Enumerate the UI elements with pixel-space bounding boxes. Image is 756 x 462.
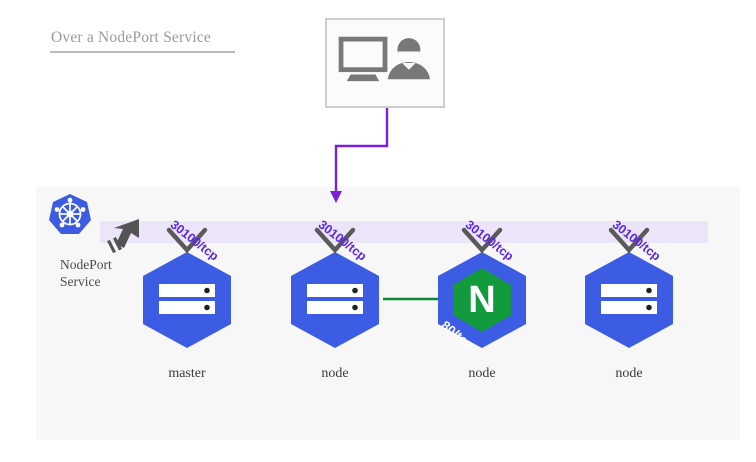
title-underline	[50, 51, 235, 53]
node-caption-master: master	[168, 366, 206, 381]
kubernetes-logo-icon	[49, 194, 91, 234]
client-icons-group	[338, 36, 430, 82]
nodeport-service-label: NodePort Service	[60, 256, 136, 290]
monitor-icon	[338, 36, 388, 82]
client-box[interactable]	[325, 18, 445, 108]
nodeport-band	[100, 221, 708, 243]
node-caption-node-3: node	[615, 366, 643, 381]
nodeport-service-label-line2: Service	[60, 274, 101, 289]
nginx-letter: N	[468, 278, 496, 321]
page-title: Over a NodePort Service	[51, 29, 211, 46]
user-icon	[387, 38, 430, 80]
nodeport-service-label-line1: NodePort	[60, 257, 112, 272]
node-caption-node-2: node	[468, 366, 496, 381]
node-caption-node-1: node	[321, 366, 349, 381]
